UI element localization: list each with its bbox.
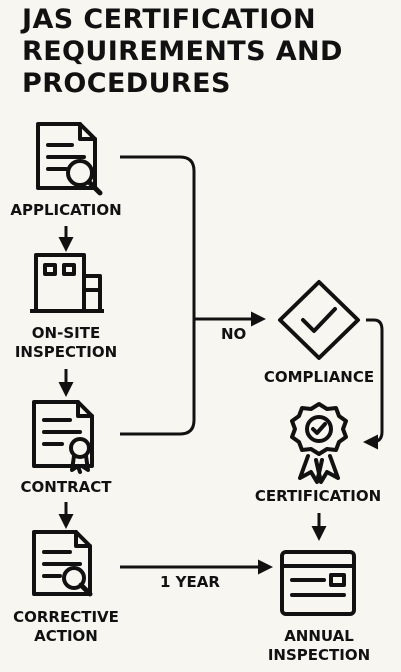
node-label-corrective-action: CORRECTIVE ACTION [13, 608, 119, 646]
connector-application-bracket [120, 155, 196, 300]
title-line-1: JAS CERTIFICATION [22, 4, 317, 35]
connector-contract-bracket [120, 300, 196, 436]
certificate-document-icon [32, 400, 94, 474]
node-label-compliance: COMPLIANCE [264, 368, 374, 387]
edge-label-no: NO [221, 325, 247, 343]
node-label-application: APPLICATION [10, 201, 121, 220]
annual-label-line-2: INSPECTION [267, 646, 371, 664]
annual-label-line-1: ANNUAL [284, 627, 354, 645]
checkmark-diamond-icon [278, 280, 360, 360]
document-search-icon [36, 122, 103, 196]
compliance-label: COMPLIANCE [263, 368, 375, 386]
page-title: JAS CERTIFICATION REQUIREMENTS AND PROCE… [22, 4, 343, 100]
node-label-annual-inspection: ANNUAL INSPECTION [268, 627, 370, 665]
building-icon [30, 253, 104, 313]
calendar-form-icon [280, 550, 356, 616]
contract-label: CONTRACT [20, 478, 112, 496]
node-label-contract: CONTRACT [21, 478, 112, 497]
title-line-3: PROCEDURES [22, 68, 231, 99]
corrective-label-line-1: CORRECTIVE [13, 608, 119, 626]
corrective-label-line-2: ACTION [34, 627, 98, 645]
application-label: APPLICATION [10, 201, 122, 219]
title-line-2: REQUIREMENTS AND [22, 36, 343, 67]
document-magnifier-icon [32, 530, 93, 597]
edge-label-1-year: 1 YEAR [160, 573, 220, 591]
certification-label: CERTIFICATION [254, 487, 382, 505]
node-label-certification: CERTIFICATION [255, 487, 381, 506]
onsite-label-line-2: INSPECTION [14, 343, 118, 361]
onsite-label-line-1: ON-SITE [31, 324, 101, 342]
arrow-compliance-to-certification [363, 318, 384, 450]
node-label-onsite-inspection: ON-SITE INSPECTION [15, 324, 117, 362]
award-badge-icon [290, 402, 348, 484]
